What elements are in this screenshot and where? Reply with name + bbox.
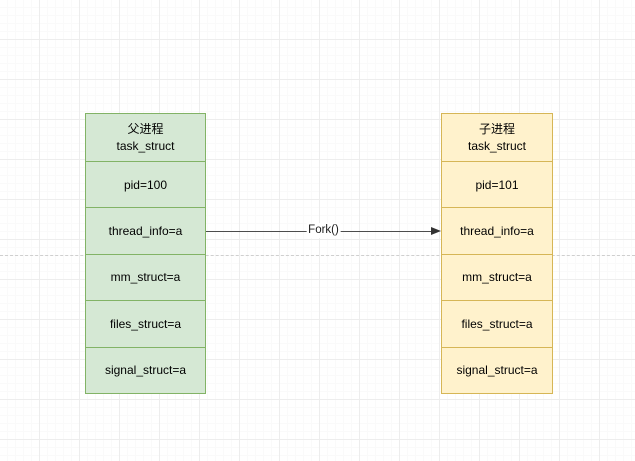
child-row-pid: pid=101: [442, 161, 552, 207]
child-process-header: 子进程 task_struct: [442, 114, 552, 161]
parent-row-mm-struct: mm_struct=a: [86, 253, 205, 300]
child-row-thread-info: thread_info=a: [442, 207, 552, 253]
parent-row-thread-info: thread_info=a: [86, 207, 205, 253]
parent-process-header: 父进程 task_struct: [86, 114, 205, 161]
child-process-box[interactable]: 子进程 task_struct pid=101 thread_info=a mm…: [441, 113, 553, 394]
child-row-files-struct: files_struct=a: [442, 300, 552, 346]
child-row-signal-struct: signal_struct=a: [442, 346, 552, 393]
parent-row-files-struct: files_struct=a: [86, 300, 205, 346]
parent-process-box[interactable]: 父进程 task_struct pid=100 thread_info=a mm…: [85, 113, 206, 394]
child-process-title-cn: 子进程: [478, 122, 515, 137]
parent-process-title-en: task_struct: [116, 138, 175, 153]
fork-edge-label: Fork(): [306, 223, 341, 238]
child-row-mm-struct: mm_struct=a: [442, 253, 552, 300]
parent-process-title-cn: 父进程: [127, 122, 164, 137]
fork-edge[interactable]: Fork(): [206, 223, 441, 238]
parent-row-signal-struct: signal_struct=a: [86, 346, 205, 393]
parent-row-pid: pid=100: [86, 161, 205, 207]
arrow-head-icon: [431, 226, 441, 235]
child-process-title-en: task_struct: [467, 138, 527, 153]
guideline-horizontal: [0, 255, 635, 256]
